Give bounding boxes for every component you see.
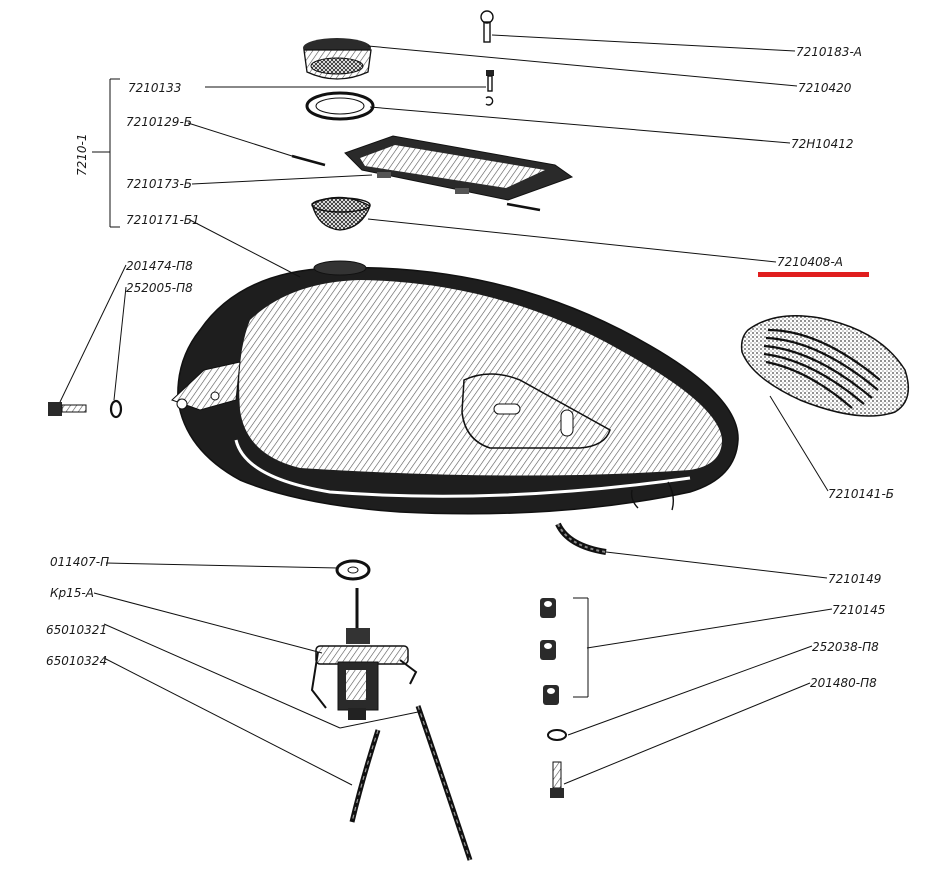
label-72H10412: 72Н10412 (791, 137, 853, 151)
screw-7210133 (485, 70, 494, 106)
bolt-201480 (550, 761, 564, 798)
label-7210141-B: 7210141-Б (828, 487, 894, 501)
label-7210145: 7210145 (832, 603, 885, 617)
group-label-7210-1: 7210-1 (75, 133, 89, 176)
label-65010321: 65010321 (46, 623, 107, 637)
eye-bolt-7210183 (480, 10, 494, 43)
label-7210183-A: 7210183-А (796, 45, 862, 59)
filler-cap-7210420 (303, 38, 372, 80)
fuel-tank-illustration (171, 260, 739, 515)
nuts-7210145 (540, 598, 559, 705)
part-labels: 7210183-А 7210420 7210133 72Н10412 72101… (46, 45, 894, 690)
hose-65010321 (415, 705, 473, 861)
filter-cup-7210171 (311, 196, 371, 231)
fuel-tap-illustration (310, 588, 418, 720)
washer-252038 (547, 729, 567, 741)
label-7210173-B: 7210173-Б (126, 177, 192, 191)
cover-plate-7210173 (344, 135, 574, 212)
label-65010324: 65010324 (46, 654, 107, 668)
label-7210408-A: 7210408-А (777, 255, 843, 269)
label-7210420: 7210420 (798, 81, 852, 95)
washer-252005 (109, 399, 123, 419)
label-011407-P: 011407-П (50, 555, 109, 569)
label-7210133: 7210133 (128, 81, 181, 95)
pin-7210129 (291, 154, 326, 167)
leader-lines (59, 34, 833, 786)
fuel-hose-7210149 (555, 522, 607, 555)
highlight-underline (758, 272, 869, 277)
label-201480-P8: 201480-П8 (810, 676, 877, 690)
washer-011407 (335, 559, 371, 581)
label-201474-P8: 201474-П8 (126, 259, 193, 273)
knee-pad-illustration (740, 315, 910, 417)
label-7210149: 7210149 (828, 572, 881, 586)
bolt-201474 (48, 402, 87, 416)
label-7210129-B: 7210129-Б (126, 115, 192, 129)
label-252038-P8: 252038-П8 (812, 640, 879, 654)
label-7210171-B1: 7210171-Б1 (126, 213, 200, 227)
gasket-72H10412 (305, 91, 375, 121)
label-252005-P8: 252005-П8 (126, 281, 193, 295)
label-Kr15-A: Кр15-А (50, 586, 94, 600)
hose-65010324 (349, 729, 381, 823)
